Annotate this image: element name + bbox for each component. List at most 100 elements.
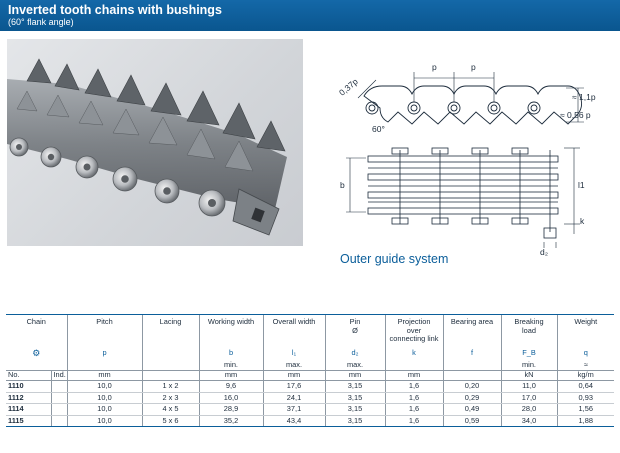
cell-weight: 1,88: [556, 415, 614, 428]
table-subsymbol-row: min. max. max. min. ≈: [6, 360, 614, 371]
unit-working-width: mm: [198, 370, 263, 381]
header-pin-label: Pin: [349, 317, 361, 326]
table-symbol-row: ⚙ p b l₁ d₂ k f F_B q: [6, 347, 614, 361]
header-projection-line1: Projection: [397, 317, 431, 326]
label-b: b: [340, 180, 345, 190]
symbol-weight: q: [556, 348, 614, 361]
unit-overall-width: mm: [262, 370, 325, 381]
cell-breaking-load: 28,0: [500, 403, 557, 416]
chain-spec-table: Chain Pitch Lacing Working width Overall…: [6, 314, 614, 428]
cell-bearing-area: 0,20: [442, 380, 501, 393]
guide-system-caption: Outer guide system: [340, 252, 449, 266]
cell-overall-width: 43,4: [262, 415, 325, 428]
symbol-chain: ⚙: [6, 347, 67, 361]
cell-projection: 1,6: [384, 392, 443, 405]
cell-projection: 1,6: [384, 415, 443, 428]
cell-lacing: 2 x 3: [141, 392, 199, 405]
label-angle: 60°: [372, 124, 385, 134]
symbol-lacing: [141, 348, 199, 361]
table-header-row: Chain Pitch Lacing Working width Overall…: [6, 314, 614, 349]
label-flank-radius: 0,37p: [337, 76, 360, 98]
unit-no: No.: [6, 370, 51, 381]
header-weight: Weight: [556, 314, 614, 349]
cell-weight: 0,64: [556, 380, 614, 393]
cell-pin: 3,15: [324, 403, 385, 416]
cell-bearing-area: 0,59: [442, 415, 501, 428]
cell-working-width: 35,2: [198, 415, 263, 428]
symbol-projection: k: [384, 348, 443, 361]
subsymbol-breaking-load: min.: [500, 360, 557, 371]
cell-projection: 1,6: [384, 380, 443, 393]
cell-no: 1114: [6, 403, 51, 416]
cell-projection: 1,6: [384, 403, 443, 416]
unit-lacing: [141, 370, 199, 381]
label-k: k: [580, 216, 585, 226]
unit-breaking-load: kN: [500, 370, 557, 381]
cell-breaking-load: 11,0: [500, 380, 557, 393]
subsymbol-bearing-area: [442, 360, 501, 371]
chain-photo: [7, 39, 303, 246]
page-title: Inverted tooth chains with bushings: [8, 3, 222, 17]
width-dimensions: [346, 147, 580, 248]
symbol-bearing-area: f: [442, 348, 501, 361]
chain-photo-illustration: [7, 58, 287, 236]
table-row: 1110 10,0 1 x 2 9,6 17,6 3,15 1,6 0,20 1…: [6, 380, 614, 393]
header-pin-symbol: Ø: [352, 325, 358, 335]
cell-breaking-load: 17,0: [500, 392, 557, 405]
symbol-pin: d₂: [324, 348, 385, 361]
cell-working-width: 28,9: [198, 403, 263, 416]
header-working-width: Working width: [198, 314, 263, 349]
unit-bearing-area: [442, 370, 501, 381]
cell-overall-width: 17,6: [262, 380, 325, 393]
subsymbol-working-width: min.: [198, 360, 263, 371]
gear-icon: ⚙: [32, 347, 41, 358]
table-row: 1114 10,0 4 x 5 28,9 37,1 3,15 1,6 0,49 …: [6, 403, 614, 416]
cell-pitch: 10,0: [66, 415, 142, 428]
cell-no: 1115: [6, 415, 51, 428]
header-lacing: Lacing: [141, 314, 199, 349]
chain-side-view: [363, 85, 583, 125]
label-pitch-a: p: [432, 62, 437, 72]
technical-drawing: 0,37p p p ≈ 1,1p ≈ 0,56 p 60°: [328, 52, 610, 257]
cell-ind: [50, 380, 67, 393]
label-half-height: ≈ 0,56 p: [560, 110, 591, 120]
subsymbol-projection: [384, 360, 443, 371]
cell-working-width: 16,0: [198, 392, 263, 405]
header-projection-line2: over: [406, 325, 422, 335]
subsymbol-overall-width: max.: [262, 360, 325, 371]
chain-top-view: [367, 147, 559, 239]
subsymbol-chain: [6, 361, 67, 371]
header-projection-line3: connecting link: [389, 334, 439, 343]
cell-ind: [50, 403, 67, 416]
cell-lacing: 4 x 5: [141, 403, 199, 416]
unit-ind: Ind.: [50, 370, 67, 381]
unit-pin: mm: [324, 370, 385, 381]
cell-bearing-area: 0,29: [442, 392, 501, 405]
header-overall-width: Overall width: [262, 314, 325, 349]
label-height: ≈ 1,1p: [572, 92, 596, 102]
pitch-dimensions: [357, 72, 584, 123]
cell-no: 1112: [6, 392, 51, 405]
page-subtitle: (60° flank angle): [8, 17, 74, 27]
cell-pitch: 10,0: [66, 392, 142, 405]
cell-pin: 3,15: [324, 415, 385, 428]
cell-bearing-area: 0,49: [442, 403, 501, 416]
header-pitch: Pitch: [66, 314, 142, 349]
header-breaking-line1: Breaking: [514, 317, 544, 326]
unit-projection: mm: [384, 370, 443, 381]
cell-weight: 1,56: [556, 403, 614, 416]
cell-overall-width: 24,1: [262, 392, 325, 405]
label-l1: l1: [578, 180, 585, 190]
header-chain: Chain: [6, 314, 67, 349]
table-unit-row: No. Ind. mm mm mm mm mm kN kg/m: [6, 370, 614, 381]
subsymbol-pitch: [66, 360, 142, 371]
symbol-overall-width: l₁: [262, 348, 325, 361]
subsymbol-pin: max.: [324, 360, 385, 371]
header-breaking-line2: load: [522, 325, 536, 335]
header-bearing-area: Bearing area: [442, 314, 501, 349]
cell-ind: [50, 392, 67, 405]
cell-pitch: 10,0: [66, 403, 142, 416]
unit-weight: kg/m: [556, 370, 614, 381]
